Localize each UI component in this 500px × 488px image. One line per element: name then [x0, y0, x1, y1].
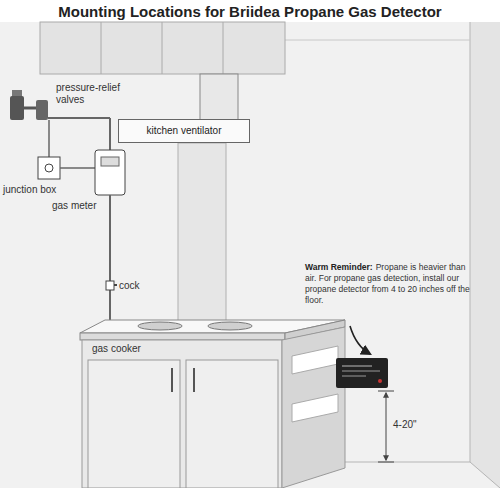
room-background: [345, 462, 470, 463]
hood-chimney: [200, 74, 238, 120]
propane-detector-icon: [342, 371, 380, 372]
cock-valve-icon: [106, 281, 117, 290]
height-dimension: [386, 393, 387, 460]
pointer-arrow: [350, 326, 370, 354]
upper-cabinets: [40, 22, 285, 74]
counter-and-cooker: [208, 322, 252, 330]
counter-and-cooker: [80, 333, 285, 340]
part-label: junction box: [3, 184, 56, 196]
lower-cabinets: [186, 360, 278, 488]
lower-cabinets: [292, 346, 338, 374]
propane-detector-icon: [336, 358, 388, 388]
cock-valve-icon: [114, 284, 117, 286]
junction-box-icon: [60, 167, 95, 169]
appliance-box: kitchen ventilator: [118, 119, 250, 143]
lower-cabinets: [292, 394, 338, 422]
counter-and-cooker: [138, 322, 182, 330]
room-background: [470, 462, 500, 488]
room-background: [470, 22, 471, 462]
page-title: Mounting Locations for Briidea Propane G…: [0, 3, 500, 20]
upper-cabinets: [162, 22, 163, 74]
lower-cabinets: [82, 327, 345, 488]
propane-detector-icon: [342, 366, 372, 367]
hood-chimney: [178, 74, 238, 322]
part-label: gas meter: [52, 200, 96, 212]
gas-meter-icon: [109, 195, 111, 320]
node-label: kitchen ventilator: [127, 125, 241, 137]
gas-meter-icon: [95, 150, 125, 195]
lower-cabinets: [193, 368, 195, 392]
pressure-relief-valve-icon: [10, 96, 24, 120]
junction-box-icon: [45, 164, 53, 172]
pressure-relief-valve-icon: [109, 118, 111, 150]
pointer-arrow: [350, 326, 370, 354]
lower-cabinets: [88, 360, 180, 488]
note-heading: Warm Reminder:: [305, 262, 373, 272]
junction-box-icon: [38, 157, 60, 179]
room-background: [470, 22, 500, 488]
dimension-label: 4-20": [393, 419, 417, 431]
part-label: cock: [119, 280, 140, 292]
propane-detector-icon: [342, 376, 366, 377]
propane-detector-icon: [336, 358, 388, 388]
height-dimension: [378, 462, 394, 463]
junction-box-icon: [38, 120, 95, 179]
gas-meter-icon: [95, 150, 125, 320]
upper-cabinets: [101, 22, 102, 74]
lower-cabinets: [82, 340, 282, 488]
pressure-relief-valve-icon: [12, 90, 22, 96]
part-label: pressure-relief valves: [56, 82, 130, 106]
upper-cabinets: [40, 22, 285, 74]
lower-cabinets: [171, 368, 173, 392]
part-label: gas cooker: [92, 343, 141, 355]
propane-detector-icon: [378, 379, 382, 383]
pressure-relief-valve-icon: [48, 117, 110, 119]
gas-meter-icon: [101, 157, 119, 166]
upper-cabinets: [223, 22, 224, 74]
junction-box-icon: [48, 120, 50, 157]
warm-reminder-note: Warm Reminder:Propane is heavier than ai…: [305, 262, 473, 306]
height-dimension: [378, 391, 394, 462]
cock-valve-icon: [106, 281, 114, 290]
lower-cabinets: [282, 327, 345, 488]
pressure-relief-valve-icon: [24, 107, 38, 110]
room-background: [0, 22, 500, 488]
pressure-relief-valve-icon: [36, 100, 48, 120]
height-dimension: [378, 391, 394, 392]
room-background: [285, 40, 470, 41]
hood-chimney: [178, 143, 226, 322]
room-background: [0, 22, 500, 488]
